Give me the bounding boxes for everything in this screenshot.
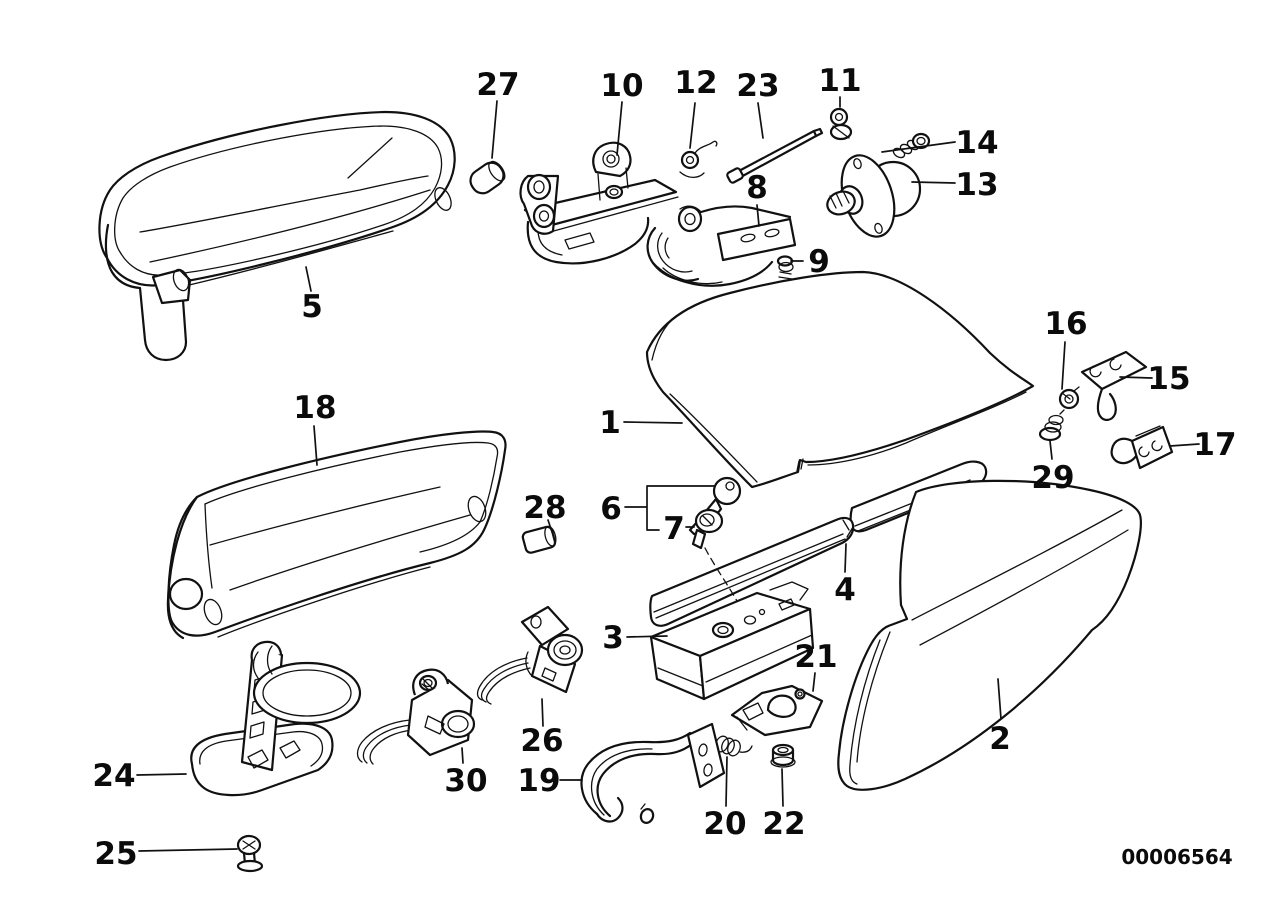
part-label-10: 10 xyxy=(600,68,643,104)
part-27-bushing xyxy=(469,160,506,195)
part-14-screw xyxy=(892,132,931,159)
part-label-27: 27 xyxy=(476,67,519,103)
part-label-8: 8 xyxy=(746,170,768,206)
part-19-check-strap xyxy=(580,722,726,824)
part-label-12: 12 xyxy=(674,65,717,101)
part-7-lock-cylinder xyxy=(691,508,738,602)
part-5-storage-tray xyxy=(98,110,456,362)
part-label-24: 24 xyxy=(92,758,135,794)
part-label-2: 2 xyxy=(989,721,1011,757)
part-label-9: 9 xyxy=(808,244,830,280)
part-label-3: 3 xyxy=(602,620,624,656)
part-label-25: 25 xyxy=(94,836,137,872)
part-3-lock-housing xyxy=(649,581,815,701)
part-30-switch xyxy=(356,668,476,765)
part-29-screw xyxy=(1038,409,1065,442)
part-26-lamp-socket xyxy=(476,605,584,705)
part-label-30: 30 xyxy=(444,763,487,799)
part-label-6: 6 xyxy=(600,491,622,527)
part-label-19: 19 xyxy=(517,763,560,799)
part-label-29: 29 xyxy=(1031,460,1074,496)
part-24-drink-holder xyxy=(190,640,362,797)
part-8-support-bracket xyxy=(646,205,797,287)
part-label-16: 16 xyxy=(1044,306,1087,342)
part-18-lower-tray xyxy=(166,430,507,640)
part-label-7: 7 xyxy=(663,511,685,547)
part-labels: 1 2 3 4 5 6 7 8 9 10 11 12 13 14 15 16 1… xyxy=(92,63,1236,872)
part-10-hinge-bracket xyxy=(519,141,679,265)
part-label-21: 21 xyxy=(794,639,837,675)
part-label-20: 20 xyxy=(703,806,746,842)
part-15-bracket xyxy=(1080,350,1148,421)
part-label-23: 23 xyxy=(736,68,779,104)
part-12-spring-clip xyxy=(679,140,718,179)
part-label-22: 22 xyxy=(762,806,805,842)
part-label-18: 18 xyxy=(293,390,336,426)
part-label-17: 17 xyxy=(1193,427,1236,463)
part-25-rivet xyxy=(236,834,264,873)
part-23-rod xyxy=(726,127,824,184)
leader-lines xyxy=(136,96,1200,852)
part-label-14: 14 xyxy=(955,125,998,161)
part-label-5: 5 xyxy=(301,289,323,325)
part-28-bushing xyxy=(521,525,557,554)
part-16-nut xyxy=(1058,386,1080,410)
part-label-28: 28 xyxy=(523,490,566,526)
part-17-bracket xyxy=(1110,425,1174,470)
part-label-4: 4 xyxy=(834,572,856,608)
part-label-1: 1 xyxy=(599,405,621,441)
part-1-glovebox-lid xyxy=(645,270,1035,489)
part-label-15: 15 xyxy=(1147,361,1190,397)
part-2-outer-door-panel xyxy=(837,479,1142,791)
part-label-26: 26 xyxy=(520,723,563,759)
part-11-clip-nut xyxy=(829,107,853,141)
part-13-lamp xyxy=(826,154,922,238)
part-22-nut xyxy=(770,743,796,768)
part-label-13: 13 xyxy=(955,167,998,203)
part-label-11: 11 xyxy=(818,63,861,99)
part-21-latch xyxy=(730,684,824,737)
catalog-image-id: 00006564 xyxy=(1121,845,1232,869)
